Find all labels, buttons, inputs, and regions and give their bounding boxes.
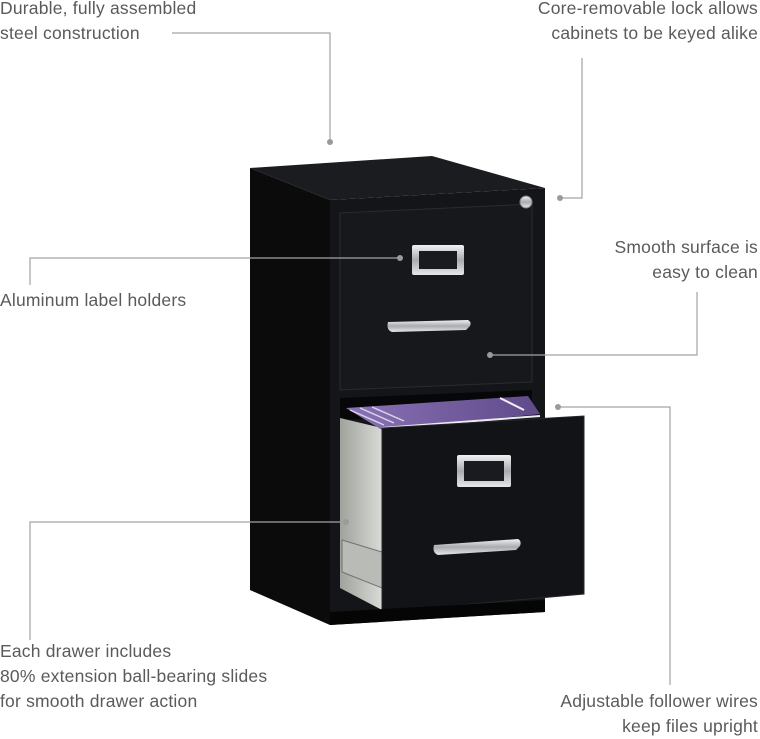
callout-dot-surface [487,352,493,358]
callout-dot-follower [555,404,561,410]
callout-follower-line2: keep files upright [622,716,758,736]
callout-slides-line3: for smooth drawer action [0,691,198,711]
lock-icon [519,195,533,209]
callout-line-surface [490,292,698,356]
bottom-drawer [381,415,585,613]
bottom-drawer-handle [433,539,521,555]
cabinet-base [330,600,545,625]
callout-slides-line1: Each drawer includes [0,641,172,661]
callout-dot-lock [557,195,563,201]
callout-dot-slides [343,519,349,525]
top-drawer [339,203,533,391]
callout-steel: Durable, fully assembled steel construct… [0,0,196,46]
callout-dot-label-holders [397,255,403,261]
callout-surface-line1: Smooth surface is [614,237,758,257]
callout-line-slides [29,521,345,640]
callout-slides: Each drawer includes 80% extension ball-… [0,639,267,714]
callout-line-lock [560,58,583,199]
callout-surface: Smooth surface is easy to clean [615,235,758,285]
cabinet-top [250,156,545,200]
callout-dot-steel [327,139,333,145]
callout-steel-line1: Durable, fully assembled [0,0,197,18]
callout-slides-line2: 80% extension ball-bearing slides [0,666,268,686]
callout-surface-line2: easy to clean [652,262,758,282]
callout-label-holders: Aluminum label holders [0,288,186,313]
callout-line-steel [172,32,331,140]
callout-lock-line1: Core-removable lock allows [537,0,758,18]
callout-steel-line2: steel construction [0,23,140,43]
callout-lock: Core-removable lock allows cabinets to b… [538,0,758,46]
top-drawer-handle [387,320,471,332]
callout-line-label-holders [29,257,398,285]
callout-line-follower [560,406,671,685]
callout-label-holders-line1: Aluminum label holders [0,290,187,310]
callout-lock-line2: cabinets to be keyed alike [551,23,758,43]
cabinet-side [250,168,330,625]
callout-follower-line1: Adjustable follower wires [560,691,758,711]
callout-follower: Adjustable follower wires keep files upr… [560,689,758,739]
